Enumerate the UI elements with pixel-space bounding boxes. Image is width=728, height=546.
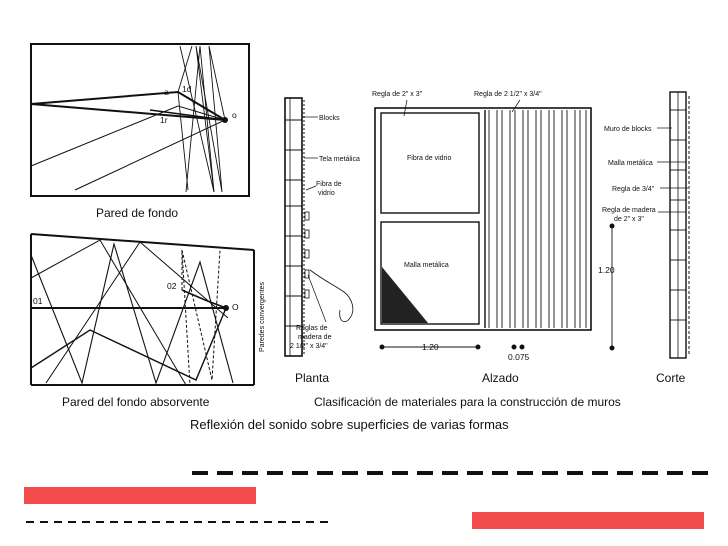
label-tela-metalica: Tela metálica — [319, 156, 360, 163]
diagram-corte — [609, 91, 690, 359]
label-fibra-de-vidrio: Fibra de vidrio — [407, 155, 451, 162]
caption-pared-absorvente: Pared del fondo absorvente — [62, 395, 210, 409]
caption-pared-de-fondo: Pared de fondo — [96, 206, 178, 220]
diagram-planta — [284, 97, 354, 357]
accent-bar-right — [472, 512, 704, 529]
label-malla-metalica-corte: Malla metálica — [608, 160, 653, 167]
label-muro-de-blocks: Muro de blocks — [604, 126, 652, 133]
dim-height: 1.20 — [598, 265, 615, 275]
caption-corte: Corte — [656, 371, 686, 385]
label-regla-2-1-2: Regla de 2 1/2" x 3/4" — [474, 91, 542, 98]
point-1r-label: 1r — [160, 115, 168, 125]
dim-width: 1.20 — [422, 342, 439, 352]
malla-hatch-patch — [382, 267, 428, 323]
diagram-pared-de-fondo — [30, 43, 250, 197]
diagram-pared-absorvente — [30, 233, 255, 386]
label-blocks: Blocks — [319, 115, 340, 122]
title-reflexion: Reflexión del sonido sobre superficies d… — [190, 417, 509, 432]
point-01-label: 01 — [33, 296, 43, 306]
point-o-label: o — [232, 110, 237, 120]
point-1d-label: 1d — [182, 84, 192, 94]
side-label-paredes-convergentes: Paredes convergentes — [259, 281, 266, 352]
label-regla-3-4: Regla de 3/4" — [612, 186, 655, 193]
point-o-bottom-label: O — [232, 302, 239, 312]
accent-bar-left — [24, 487, 256, 504]
label-regla-2x3: Regla de 2" x 3" — [372, 91, 423, 98]
dim-small: 0.075 — [508, 352, 530, 362]
point-a-label: a — [164, 87, 169, 97]
label-malla-metalica: Malla metálica — [404, 262, 449, 269]
point-02-label: 02 — [167, 281, 177, 291]
caption-alzado: Alzado — [482, 371, 519, 385]
diagram-alzado — [374, 99, 592, 350]
title-clasificacion: Clasificación de materiales para la cons… — [314, 395, 621, 409]
figure-sheet: a 1d 1r o Pared de fondo Paredes converg… — [30, 43, 690, 432]
caption-planta: Planta — [295, 371, 329, 385]
